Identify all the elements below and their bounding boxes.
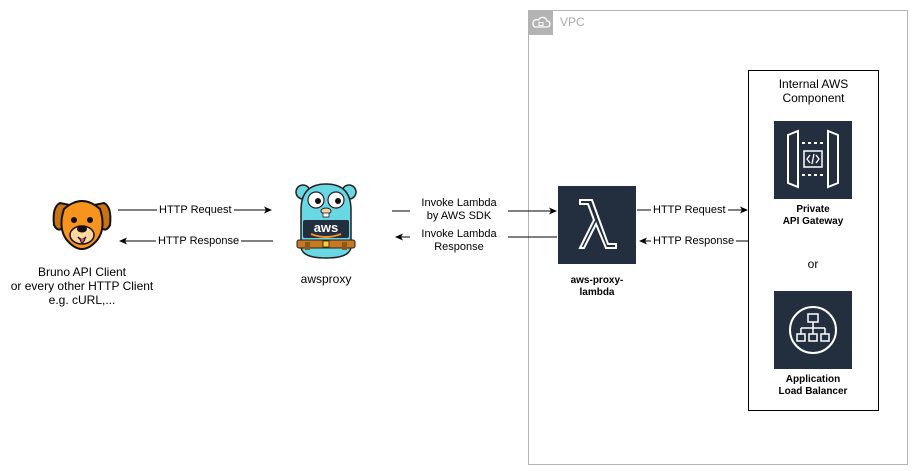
- internal-aws-component-group: [748, 70, 879, 411]
- load-balancer-icon: [774, 291, 852, 369]
- lambda-request-label: HTTP Request: [651, 204, 728, 217]
- cloud-lock-icon: [529, 11, 553, 35]
- proxy-label: awsproxy: [300, 272, 352, 286]
- lambda-label-line1: aws-proxy-: [570, 275, 624, 286]
- lambda-label-line2: lambda: [579, 287, 615, 298]
- internal-title-line2: Component: [782, 91, 845, 105]
- invoke-response-label-line2: Response: [410, 241, 508, 254]
- alb-label-line1: Application: [785, 374, 841, 385]
- apigw-label-line1: Private: [796, 204, 830, 215]
- client-response-label: HTTP Response: [156, 235, 242, 248]
- lambda-icon: [558, 186, 636, 264]
- alb-label-line2: Load Balancer: [778, 386, 848, 397]
- internal-title-line1: Internal AWS: [778, 77, 849, 91]
- dog-face-icon: [50, 195, 114, 251]
- client-label-line2: or every other HTTP Client: [10, 279, 154, 293]
- invoke-response-label-line1: Invoke Lambda: [410, 228, 508, 241]
- invoke-label-line1: Invoke Lambda: [410, 197, 508, 210]
- client-label-line3: e.g. cURL,...: [48, 293, 116, 307]
- or-text: or: [807, 257, 819, 271]
- vpc-group: [528, 10, 908, 465]
- lambda-response-label: HTTP Response: [651, 235, 737, 248]
- client-label-line1: Bruno API Client: [37, 265, 127, 279]
- api-gateway-icon: [774, 121, 852, 199]
- invoke-label-line2: by AWS SDK: [410, 210, 508, 223]
- vpc-label: VPC: [560, 15, 585, 29]
- apigw-label-line2: API Gateway: [782, 216, 844, 227]
- aws-badge: aws: [313, 220, 339, 235]
- client-request-label: HTTP Request: [157, 204, 234, 217]
- gopher-aws-icon: aws: [289, 180, 363, 260]
